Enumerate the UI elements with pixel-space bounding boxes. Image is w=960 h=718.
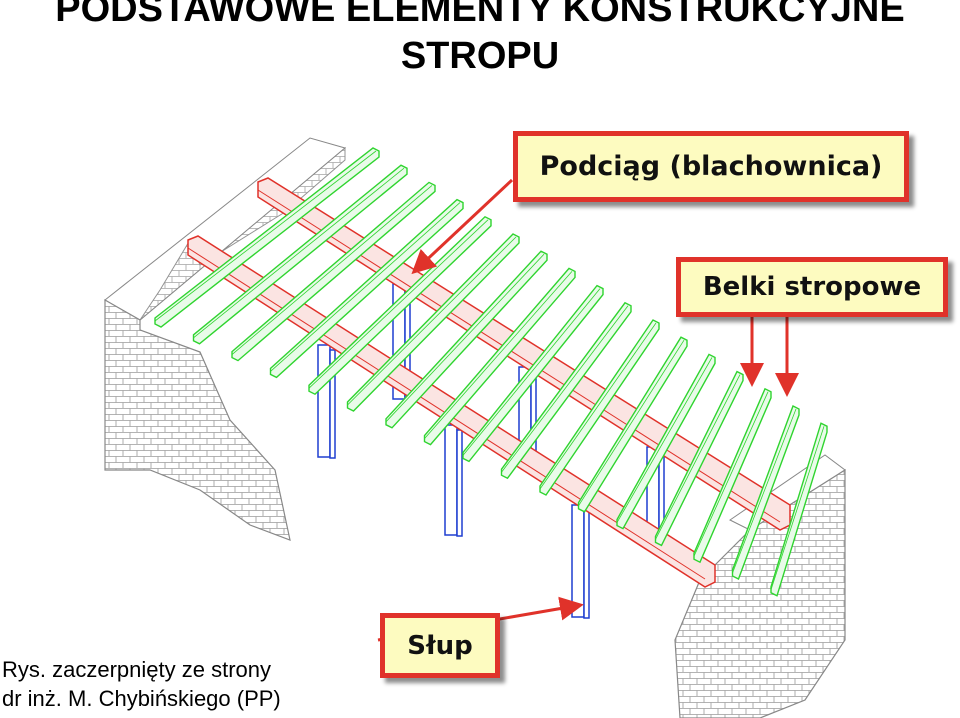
floor-beam-edge bbox=[308, 219, 489, 389]
caption-line-1: Rys. zaczerpnięty ze strony bbox=[2, 657, 271, 682]
floor-beam-edge bbox=[154, 150, 377, 322]
girder-callout: Podciąg (blachownica) bbox=[513, 131, 909, 202]
floor-beam bbox=[770, 422, 828, 597]
floor-beam-edge bbox=[616, 357, 713, 523]
floor-beam-edge bbox=[732, 408, 797, 574]
floor-beam bbox=[616, 353, 716, 530]
floor-beam-edge bbox=[424, 271, 573, 439]
floor-beam-edge bbox=[655, 374, 741, 540]
floor-beam-edge bbox=[578, 339, 685, 507]
floor-beam-edge bbox=[770, 426, 825, 590]
column bbox=[444, 424, 463, 537]
floor-beam bbox=[154, 147, 380, 328]
page-title: PODSTAWOWE ELEMENTY KONSTRUKCYJNE STROPU bbox=[0, 0, 960, 80]
floor-beam-edge bbox=[347, 236, 517, 406]
floor-beam bbox=[269, 198, 464, 379]
floor-beam-edge bbox=[270, 202, 461, 372]
girder-arrow bbox=[411, 178, 514, 275]
floor-beam-edge bbox=[693, 391, 769, 557]
floor-beam bbox=[731, 405, 800, 580]
floor-beam bbox=[693, 387, 772, 564]
left-wall bbox=[104, 137, 347, 541]
floor-beam bbox=[500, 301, 632, 480]
floor-beam-edge bbox=[539, 322, 657, 490]
floor-beam-edge bbox=[462, 288, 601, 456]
column-callout: Słup bbox=[380, 613, 500, 678]
floor-beam bbox=[192, 164, 408, 345]
floor-beam bbox=[308, 215, 492, 396]
caption-line-2: dr inż. M. Chybińskiego (PP) bbox=[2, 686, 281, 711]
title-line-1: PODSTAWOWE ELEMENTY KONSTRUKCYJNE bbox=[55, 0, 905, 30]
floor-beam-edge bbox=[231, 185, 433, 355]
floor-beams bbox=[154, 147, 828, 597]
floor-beam bbox=[539, 319, 660, 496]
figure-caption: Rys. zaczerpnięty ze strony dr inż. M. C… bbox=[2, 655, 281, 713]
floor-beam-edge bbox=[385, 253, 545, 423]
floor-beam-edge bbox=[193, 167, 405, 339]
floor-beam bbox=[231, 181, 436, 362]
title-line-2: STROPU bbox=[400, 35, 560, 77]
column bbox=[571, 504, 590, 619]
floor-beam bbox=[423, 267, 576, 446]
floor-beam-edge bbox=[501, 305, 629, 473]
floor-beam bbox=[462, 284, 604, 463]
floor-beam bbox=[385, 250, 548, 429]
floor-beam bbox=[577, 336, 688, 513]
beams-callout: Belki stropowe bbox=[676, 257, 948, 317]
floor-beam bbox=[346, 233, 520, 412]
